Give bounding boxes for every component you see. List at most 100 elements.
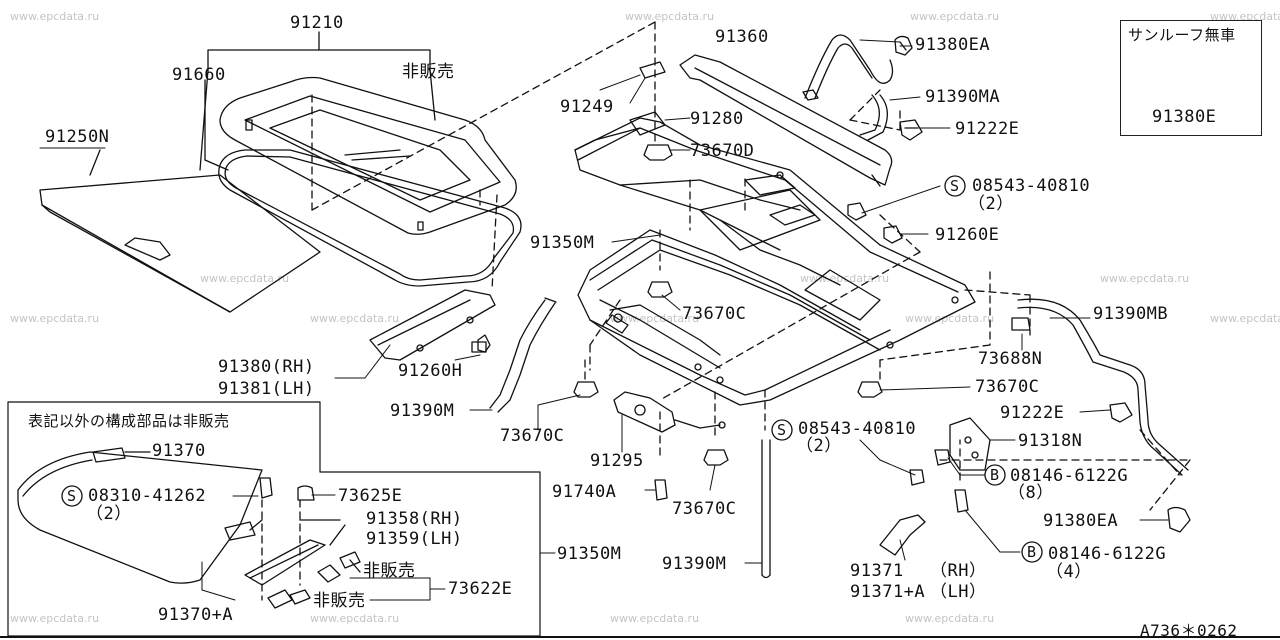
marker-s: S [777,421,787,439]
watermark: www.epcdata.ru [910,10,1000,23]
inset-no-sunroof [1120,20,1262,136]
part-label-91359-lh[interactable]: 91359(LH) [366,529,463,549]
part-label-73670d[interactable]: 73670D [690,141,755,161]
qty-label: （8） [1008,483,1054,503]
qty-label: （2） [968,194,1014,214]
bolt-label-08146-b[interactable]: 08146-6122G [1048,544,1167,564]
part-label-91380-rh[interactable]: 91380(RH) [218,357,315,377]
part-label-73622e[interactable]: 73622E [448,579,513,599]
watermark: www.epcdata.ru [10,612,100,625]
watermark: www.epcdata.ru [200,272,290,285]
drain-hose-mb [1017,298,1189,476]
watermark: www.epcdata.ru [310,612,400,625]
watermark: www.epcdata.ru [1210,10,1280,23]
part-label-91350m[interactable]: 91350M [557,544,622,564]
marker-circles [61,175,1043,563]
marker-b: B [990,466,1000,484]
guide-rail [369,289,496,361]
bolt-label-08543-mid[interactable]: 08543-40810 [798,419,917,439]
part-label-91370a[interactable]: 91370+A [158,605,234,625]
qty-label: （4） [1046,562,1092,582]
dash-leaders [261,21,1191,601]
watermark: www.epcdata.ru [1100,272,1190,285]
sunshade-panel [39,149,321,313]
inset-no-sunroof-title: サンルーフ無車 [1128,26,1236,44]
part-label-91280[interactable]: 91280 [690,109,744,129]
part-label-91660[interactable]: 91660 [172,65,226,85]
part-label-91249[interactable]: 91249 [560,97,614,117]
watermark: www.epcdata.ru [10,312,100,325]
watermark: www.epcdata.ru [310,312,400,325]
front-bracket [574,61,666,151]
marker-b: B [1027,543,1037,561]
part-label-73625e[interactable]: 73625E [338,486,403,506]
part-label-91380ea[interactable]: 91380EA [915,35,991,55]
part-label-91295[interactable]: 91295 [590,451,644,471]
bolt-label-08310[interactable]: 08310-41262 [88,486,207,506]
watermark: www.epcdata.ru [610,612,700,625]
inset-no-sunroof-part: 91380E [1152,107,1217,127]
leader-lines [39,39,1169,564]
part-label-91358-rh[interactable]: 91358(RH) [366,509,463,529]
inset-title: 表記以外の構成部品は非販売 [28,412,230,430]
qty-label: （2） [86,504,132,524]
clamp-top [899,119,923,141]
inset-glass [17,447,263,584]
watermark: www.epcdata.ru [905,312,995,325]
part-label-91370[interactable]: 91370 [152,441,206,461]
part-label-91350m[interactable]: 91350M [530,233,595,253]
clip-bottom [1167,506,1191,533]
part-label-91371[interactable]: 91371 [850,561,904,581]
part-label-91380ea[interactable]: 91380EA [1043,511,1119,531]
part-label-91222e[interactable]: 91222E [955,119,1020,139]
part-label-91250n[interactable]: 91250N [45,127,110,147]
part-label-91390ma[interactable]: 91390MA [925,87,1001,107]
part-label-91222e[interactable]: 91222E [1000,403,1065,423]
bolts [259,202,969,513]
part-label-91260e[interactable]: 91260E [935,225,1000,245]
part-label-91371a[interactable]: 91371+A [850,582,926,602]
bolt-label-08146-a[interactable]: 08146-6122G [1010,466,1129,486]
watermark: www.epcdata.ru [610,312,700,325]
sunroof-motor [613,391,726,433]
inset-rails [244,519,361,609]
watermark: www.epcdata.ru [1210,312,1280,325]
inset-leaders [201,494,556,601]
wind-deflector [679,54,893,187]
part-label-91260h[interactable]: 91260H [398,361,463,381]
watermark: www.epcdata.ru [905,612,995,625]
not-for-sale-label: 非販売 [363,561,416,581]
watermark: www.epcdata.ru [10,10,100,23]
link-91371 [879,514,926,556]
part-label-91381-lh[interactable]: 91381(LH) [218,379,315,399]
watermark: www.epcdata.ru [625,10,715,23]
part-label-91210[interactable]: 91210 [290,13,344,33]
not-for-sale-label: 非販売 [313,591,366,611]
document-id: A736＊0262 [1140,621,1238,640]
drain-hose-m-left [489,297,557,413]
clamp-right [1109,402,1133,423]
drain-hose-ma [802,34,894,141]
lh-label: （LH） [930,582,987,602]
part-label-91390mb[interactable]: 91390MB [1093,304,1169,324]
part-label-73670c[interactable]: 73670C [682,304,747,324]
part-label-91740a[interactable]: 91740A [552,482,617,502]
part-label-91360[interactable]: 91360 [715,27,769,47]
part-label-73670c[interactable]: 73670C [975,377,1040,397]
part-label-91390m[interactable]: 91390M [662,554,727,574]
part-label-91318n[interactable]: 91318N [1018,431,1083,451]
part-label-73688n[interactable]: 73688N [978,349,1043,369]
not-for-sale-label: 非販売 [402,62,455,82]
part-label-73670c[interactable]: 73670C [500,426,565,446]
qty-label: （2） [796,436,842,456]
drain-hose-m-bottom [761,439,771,579]
part-label-91390m[interactable]: 91390M [390,401,455,421]
bracket-91318n [949,417,991,471]
marker-s: S [950,177,960,195]
rh-label: （RH） [930,561,987,581]
bolt-label-08543-top[interactable]: 08543-40810 [972,176,1091,196]
sunroof-frame [574,117,976,406]
part-label-73670c[interactable]: 73670C [672,499,737,519]
